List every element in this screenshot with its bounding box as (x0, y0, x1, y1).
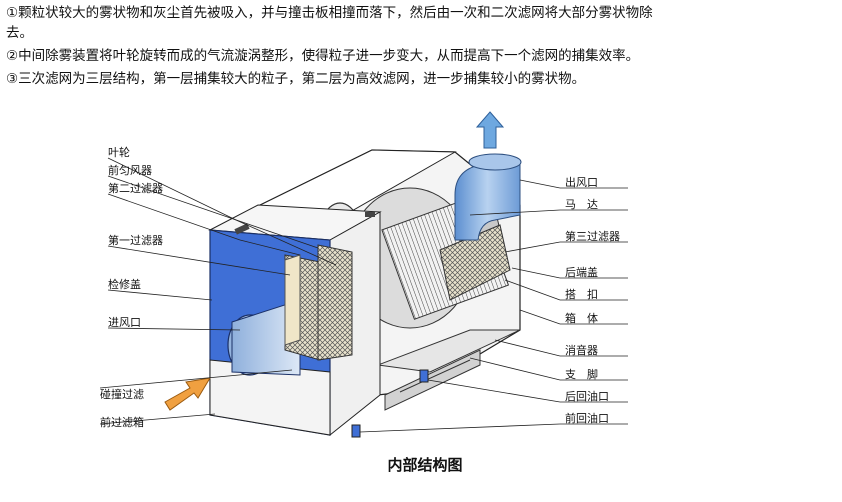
label-air-outlet: 出风口 (565, 175, 598, 189)
label-motor: 马 达 (565, 198, 598, 211)
inlet-airflow-arrow-icon (164, 377, 211, 411)
label-casing: 箱 体 (565, 311, 598, 325)
front-filter-box (208, 204, 382, 437)
description-paragraph-3: ③三次滤网为三层结构，第一层捕集较大的粒子，第二层为高效滤网，进一步捕集较小的雾… (6, 71, 586, 87)
label-access-cover: 检修盖 (108, 277, 141, 291)
label-impeller: 叶轮 (108, 145, 130, 159)
labels-left: 叶轮 前匀风器 第二过滤器 第一过滤器 检修盖 进风口 碰撞过滤 前过滤箱 (99, 145, 337, 429)
label-rear-end-cover: 后端盖 (565, 265, 598, 279)
label-muffler: 消音器 (565, 343, 598, 357)
label-latch: 搭 扣 (565, 287, 598, 301)
label-front-filter-box: 前过滤箱 (100, 415, 144, 429)
description-paragraph-2: ②中间除雾装置将叶轮旋转而成的气流漩涡整形，使得粒子进一步变大，从而提高下一个滤… (6, 48, 640, 64)
label-rear-oil-return: 后回油口 (565, 389, 609, 403)
label-second-filter: 第二过滤器 (108, 181, 163, 195)
label-support-leg: 支 脚 (565, 367, 598, 381)
description-paragraph-1-cont: 去。 (6, 25, 33, 41)
label-first-filter: 第一过滤器 (108, 233, 163, 247)
label-third-filter: 第三过滤器 (565, 229, 620, 243)
description-paragraph-1: ①颗粒状较大的雾状物和灰尘首先被吸入，并与撞击板相撞而落下，然后由一次和二次滤网… (6, 5, 653, 21)
label-front-air-distributor: 前匀风器 (108, 163, 152, 177)
outlet-duct (454, 153, 522, 241)
labels-right: 出风口 马 达 第三过滤器 后端盖 搭 扣 箱 体 消音器 支 脚 后回油口 前… (359, 175, 628, 433)
label-air-inlet: 进风口 (108, 316, 141, 329)
diagram-caption: 内部结构图 (387, 456, 463, 474)
outlet-airflow-arrow-icon (475, 111, 505, 149)
label-front-oil-return: 前回油口 (565, 411, 609, 425)
label-collision-filter: 碰撞过滤 (100, 387, 144, 401)
